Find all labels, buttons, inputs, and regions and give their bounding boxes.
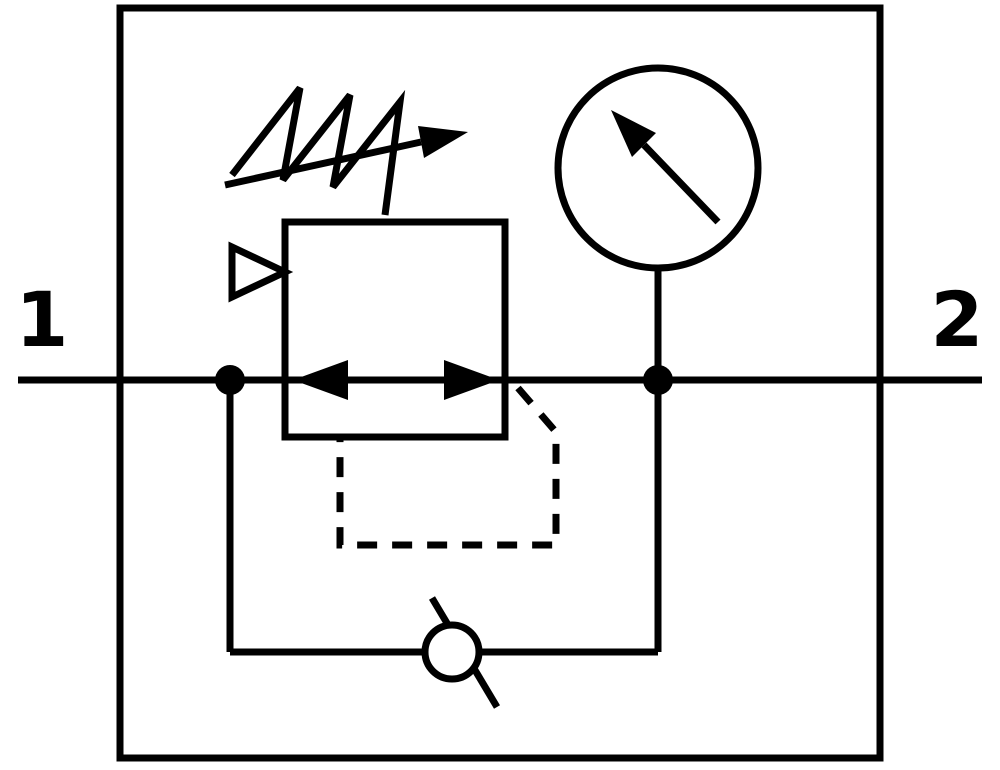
flow-arrow-right-icon xyxy=(444,360,499,400)
gauge-needle-shaft xyxy=(641,142,721,225)
regulator-body xyxy=(281,218,509,441)
pressure-regulator xyxy=(224,85,509,441)
adjustment-spring xyxy=(224,85,468,216)
junction-dot-left xyxy=(215,365,245,395)
pressure-gauge xyxy=(554,64,762,380)
flow-arrow-left-icon xyxy=(293,360,348,400)
spring-adjust-arrow-shaft xyxy=(224,138,422,189)
pilot-dashed-line xyxy=(336,385,560,549)
enclosure-frame xyxy=(116,4,884,762)
check-valve-bypass xyxy=(226,380,662,709)
port-label-outlet: 2 xyxy=(931,275,984,364)
junction-dot-right xyxy=(643,365,673,395)
port-label-inlet: 1 xyxy=(16,275,69,364)
schematic-root: 1 2 xyxy=(16,4,984,762)
gauge-needle-arrowhead-icon xyxy=(611,110,656,157)
vent-triangle-icon xyxy=(228,241,294,303)
check-valve-ball-icon xyxy=(421,621,483,683)
gauge-dial-icon xyxy=(554,64,762,272)
spring-zigzag-icon xyxy=(229,85,406,216)
spring-adjust-arrowhead-icon xyxy=(418,126,468,158)
